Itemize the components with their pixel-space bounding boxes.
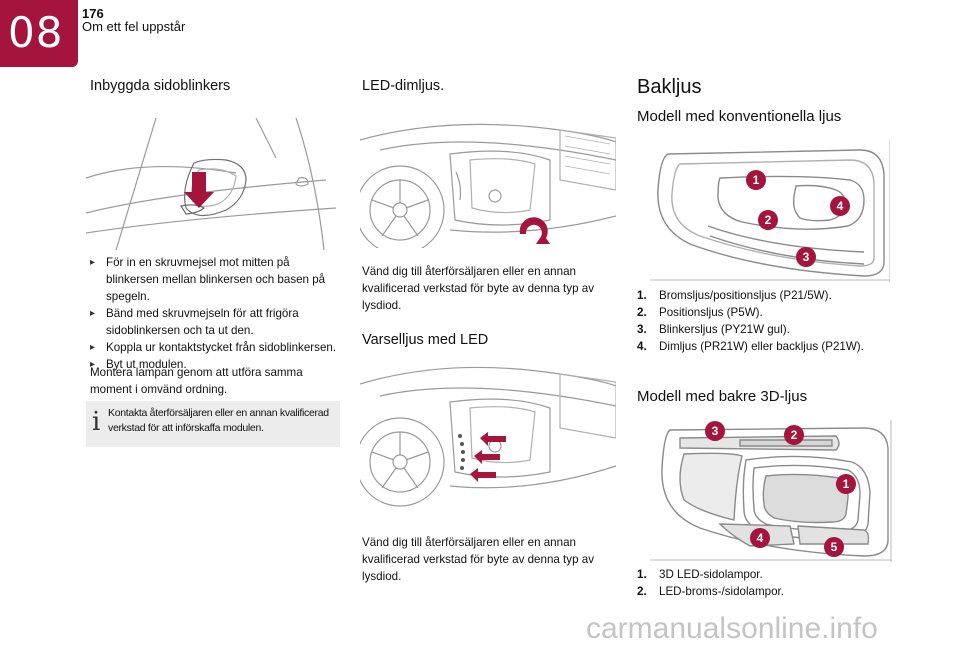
chapter-number: 08 bbox=[8, 8, 64, 57]
callout-4-badge bbox=[750, 528, 770, 548]
list-item: 2.Positionsljus (P5W). bbox=[637, 306, 763, 319]
3d-light-list: 1.3D LED-sidolampor. 2.LED-broms-/sidola… bbox=[637, 566, 897, 600]
callout-4: 4 bbox=[837, 199, 844, 213]
heading-conventional-model: Modell med konventionella ljus bbox=[637, 108, 842, 125]
heading-3d-model: Modell med bakre 3D-ljus bbox=[637, 388, 808, 405]
step-item: För in en skruvmejsel mot mitten på blin… bbox=[90, 254, 340, 305]
callout-5: 5 bbox=[831, 540, 838, 554]
heading-daytime-led: Varselljus med LED bbox=[362, 332, 489, 348]
callout-4-badge bbox=[830, 196, 850, 216]
mirror-illustration bbox=[86, 118, 340, 250]
callout-1: 1 bbox=[753, 173, 760, 187]
fog-light-illustration bbox=[360, 120, 616, 248]
chapter-tab bbox=[0, 0, 78, 67]
list-item: 1.3D LED-sidolampor. bbox=[637, 568, 763, 581]
list-item: 1.Bromsljus/positionsljus (P21/5W). bbox=[637, 289, 832, 302]
list-item: 3.Blinkersljus (PY21W gul). bbox=[637, 323, 790, 336]
callout-1-badge bbox=[746, 170, 766, 190]
callout-4: 4 bbox=[757, 531, 764, 545]
watermark: carmanualsonline.info bbox=[586, 612, 878, 645]
section-title: Om ett fel uppstår bbox=[82, 19, 186, 34]
daytime-light-illustration bbox=[360, 362, 616, 510]
callout-2-badge bbox=[758, 210, 778, 230]
info-note: i Kontakta återförsäljaren eller en anna… bbox=[86, 401, 340, 447]
heading-led-fog: LED-dimljus. bbox=[362, 78, 445, 94]
callout-2: 2 bbox=[765, 213, 772, 227]
list-item: 4.Dimljus (PR21W) eller backljus (P21W). bbox=[637, 340, 864, 353]
list-item: 2.LED-broms-/sidolampor. bbox=[637, 585, 784, 598]
info-icon: i bbox=[92, 407, 101, 437]
led-fog-text: Vänd dig till återförsäljaren eller en a… bbox=[362, 265, 594, 312]
callout-1: 1 bbox=[843, 477, 850, 491]
callout-1-badge bbox=[836, 474, 856, 494]
step-item: Koppla ur kontaktstycket från sidoblinke… bbox=[90, 339, 340, 356]
callout-5-badge bbox=[824, 537, 844, 557]
step-item: Byt ut modulen. bbox=[90, 356, 340, 373]
conventional-taillight-illustration: 1 2 3 4 bbox=[650, 140, 890, 282]
conventional-bulb-list: 1.Bromsljus/positionsljus (P21/5W). 2.Po… bbox=[637, 287, 897, 355]
closing-text: Montera lampan genom att utföra samma mo… bbox=[90, 366, 303, 396]
step-list: För in en skruvmejsel mot mitten på blin… bbox=[90, 254, 340, 373]
step-item: Bänd med skruvmejseln för att frigöra si… bbox=[90, 305, 340, 339]
callout-2-badge bbox=[784, 425, 804, 445]
daytime-led-text: Vänd dig till återförsäljaren eller en a… bbox=[362, 536, 594, 583]
3d-taillight-illustration: 1 2 3 4 5 bbox=[650, 420, 892, 562]
callout-2: 2 bbox=[791, 428, 798, 442]
callout-3: 3 bbox=[803, 250, 810, 264]
callout-3: 3 bbox=[712, 424, 719, 438]
heading-side-indicators: Inbyggda sidoblinkers bbox=[90, 78, 231, 94]
callout-3-badge bbox=[796, 247, 816, 267]
page-number: 176 bbox=[82, 6, 104, 21]
callout-3-badge bbox=[705, 421, 725, 441]
info-note-text: Kontakta återförsäljaren eller en annan … bbox=[108, 407, 329, 434]
heading-rear-lights: Bakljus bbox=[637, 76, 702, 98]
